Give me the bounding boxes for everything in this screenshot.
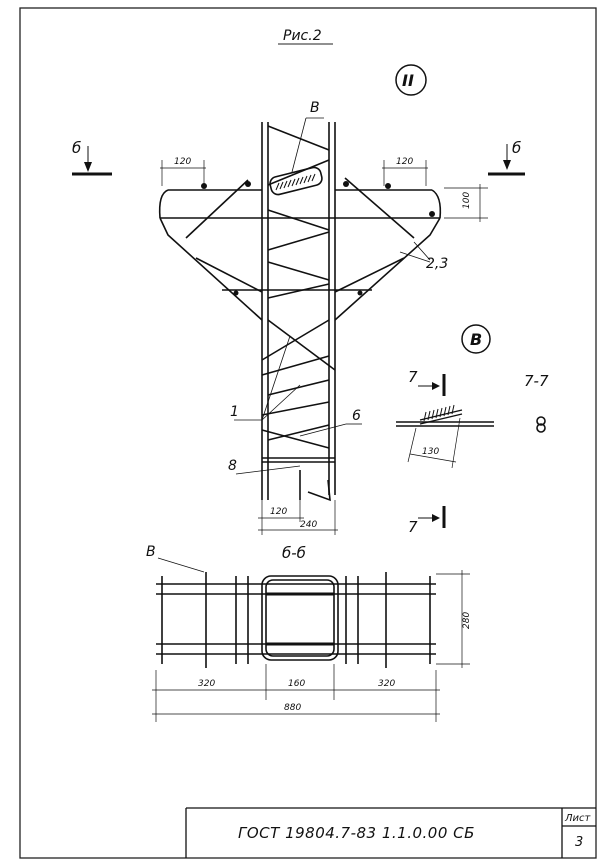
section-callout-leader <box>157 557 205 573</box>
callout-b-label: В <box>310 100 320 116</box>
dim-section-height-text: 280 <box>462 612 472 629</box>
item-1-label: 1 <box>230 404 239 420</box>
dim-section-right-text: 320 <box>378 679 395 689</box>
item-6-leader <box>299 423 347 437</box>
callout-b-leader <box>291 117 307 173</box>
dim-section-mid-text: 160 <box>288 679 305 689</box>
detail-cut-top: 7 <box>408 368 446 396</box>
node-mark-label: II <box>402 71 414 90</box>
dim-top-left-text: 120 <box>174 157 191 167</box>
detail-cut-bottom: 7 <box>408 506 446 536</box>
dim-detail-weld <box>407 417 461 469</box>
item-8-leader <box>235 465 301 475</box>
title-block <box>185 807 596 858</box>
dim-section-total-text: 880 <box>284 703 301 713</box>
section-cut-right-label: б <box>512 139 521 157</box>
detail-b-mark: В <box>461 324 491 354</box>
item-23-label: 2,3 <box>426 256 448 272</box>
dim-top-height <box>444 184 488 222</box>
dim-bottom-240-text: 240 <box>300 520 317 530</box>
dim-top-right <box>382 160 428 186</box>
title-block-designation: ГОСТ 19804.7-83 1.1.0.00 СБ <box>238 824 475 842</box>
item-6-label: 6 <box>352 408 361 424</box>
section-cut-left: б <box>72 139 112 176</box>
dim-top-left <box>160 160 206 186</box>
section-view-title: б-б <box>282 544 306 562</box>
detail-section-glyph <box>536 416 546 433</box>
detail-b-mark-label: В <box>470 330 482 349</box>
dim-section-height <box>436 570 470 668</box>
item-23-leader <box>399 241 431 263</box>
section-cut-left-label: б <box>72 139 81 157</box>
dim-section-row <box>152 664 440 722</box>
section-cut-right: б <box>488 139 525 176</box>
dim-bottom <box>258 500 338 535</box>
dim-detail-weld-text: 130 <box>422 447 439 457</box>
title-block-sheet-number: 3 <box>575 835 583 850</box>
section-plan <box>156 572 436 668</box>
title-block-sheet-label: Лист <box>564 813 592 824</box>
detail-cut-bottom-label: 7 <box>408 518 418 536</box>
dim-top-height-text: 100 <box>462 192 472 209</box>
main-elevation <box>158 122 442 502</box>
figure-title: Рис.2 <box>283 28 322 44</box>
drawing-frame <box>19 7 597 859</box>
detail-b-hatch <box>423 404 455 422</box>
dim-section-left-text: 320 <box>198 679 215 689</box>
detail-section-title: 7-7 <box>524 372 549 390</box>
node-mark: II <box>395 64 427 96</box>
weld-hatch <box>275 173 316 191</box>
detail-cut-top-label: 7 <box>408 368 418 386</box>
item-1-leader <box>234 335 301 421</box>
weld-dots <box>201 181 435 296</box>
dim-bottom-120-text: 120 <box>270 507 287 517</box>
dim-top-right-text: 120 <box>396 157 413 167</box>
item-8-label: 8 <box>228 458 237 474</box>
section-callout-label: В <box>146 544 156 560</box>
detail-b-drawing <box>396 409 494 427</box>
